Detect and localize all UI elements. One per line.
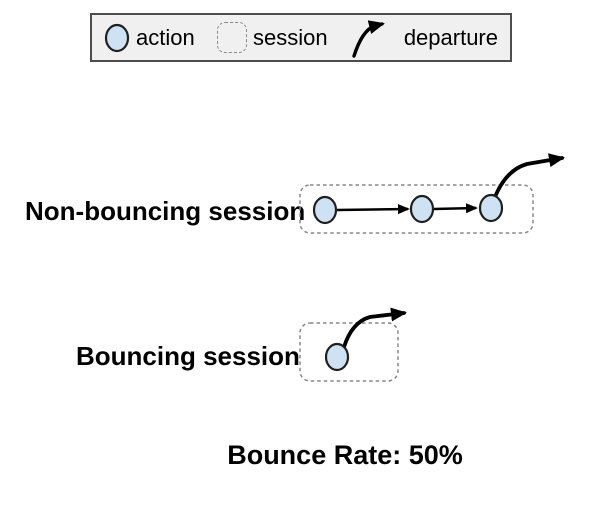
bouncing-session-box xyxy=(299,322,399,382)
legend-session-label: session xyxy=(252,24,328,50)
legend-item-departure: departure xyxy=(350,16,498,60)
action-circle-icon xyxy=(104,23,130,52)
action-node-glyph xyxy=(104,23,130,52)
non-bouncing-session-label: Non-bouncing session xyxy=(25,196,306,226)
bouncing-session-label: Bouncing session xyxy=(76,341,300,371)
action-node xyxy=(324,342,350,372)
legend-item-action: action xyxy=(104,23,195,53)
action-node xyxy=(409,194,435,224)
departure-arrow-glyph xyxy=(352,19,385,58)
bounce-rate-text: Bounce Rate: 50% xyxy=(227,440,463,470)
flow-arrow xyxy=(336,204,410,215)
legend-item-session: session xyxy=(216,22,328,53)
departure-arrow-icon xyxy=(352,19,385,58)
action-node xyxy=(312,195,338,225)
bouncing-departure-arrow xyxy=(342,307,407,349)
non-bouncing-departure-arrow xyxy=(493,153,565,199)
action-node xyxy=(478,193,504,223)
legend: action session departure xyxy=(90,13,512,62)
legend-departure-label: departure xyxy=(403,24,498,50)
non-bouncing-session-box xyxy=(299,184,534,234)
flow-arrow xyxy=(433,203,478,214)
legend-action-label: action xyxy=(136,24,195,50)
session-box-icon xyxy=(216,22,247,53)
